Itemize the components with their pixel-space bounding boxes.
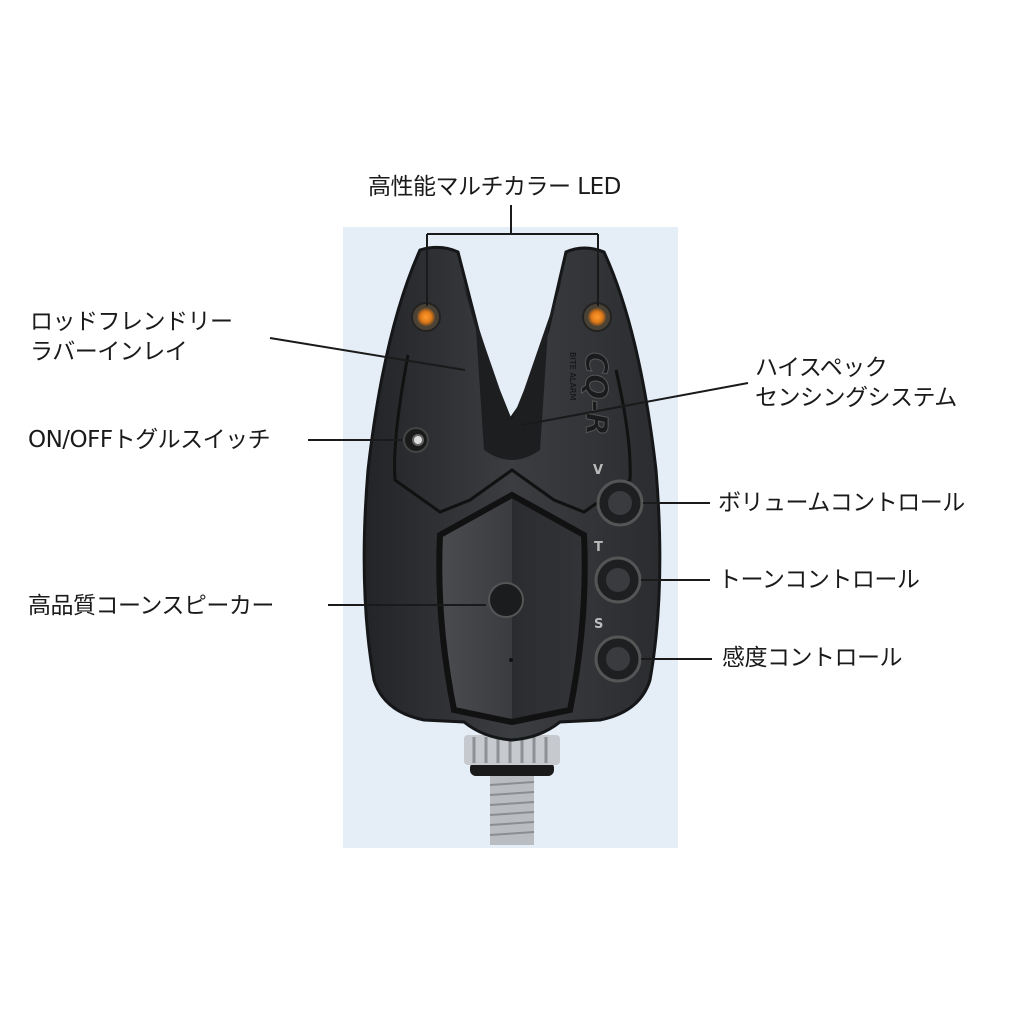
- o-ring: [470, 762, 554, 776]
- callout-sensing-line1: ハイスペック: [755, 355, 888, 381]
- leader-lines: [269, 205, 749, 660]
- svg-text:BITE ALARM: BITE ALARM: [568, 352, 577, 400]
- callout-toggle-switch: ON/OFFトグルスイッチ: [28, 427, 271, 453]
- button-letter-v: V: [593, 463, 603, 478]
- button-letter-s: S: [594, 617, 603, 632]
- callout-rubber-inlay-line1: ロッドフレンドリー: [30, 309, 233, 335]
- knurled-nut: [464, 735, 560, 765]
- callout-tone: トーンコントロール: [718, 567, 920, 593]
- cq-r-logo: CQ-R BITE ALARM: [568, 352, 614, 437]
- button-letter-t: T: [594, 540, 603, 555]
- callout-sensitivity: 感度コントロール: [722, 645, 903, 671]
- rubber-inlay: [393, 354, 632, 514]
- callout-rubber-inlay-line2: ラバーインレイ: [30, 339, 188, 365]
- callout-volume: ボリュームコントロール: [718, 490, 965, 516]
- mic-dot: [509, 658, 513, 662]
- callout-led: 高性能マルチカラー LED: [368, 174, 621, 200]
- volume-knob: [596, 479, 644, 527]
- svg-text:CQ-R: CQ-R: [578, 352, 613, 436]
- sensor-block: [462, 280, 562, 460]
- callout-sensing-line2: センシングシステム: [755, 385, 957, 411]
- callout-speaker: 高品質コーンスピーカー: [28, 593, 274, 619]
- sensitivity-knob: [594, 635, 642, 683]
- speaker-hole: [488, 582, 524, 618]
- tone-knob: [594, 556, 642, 604]
